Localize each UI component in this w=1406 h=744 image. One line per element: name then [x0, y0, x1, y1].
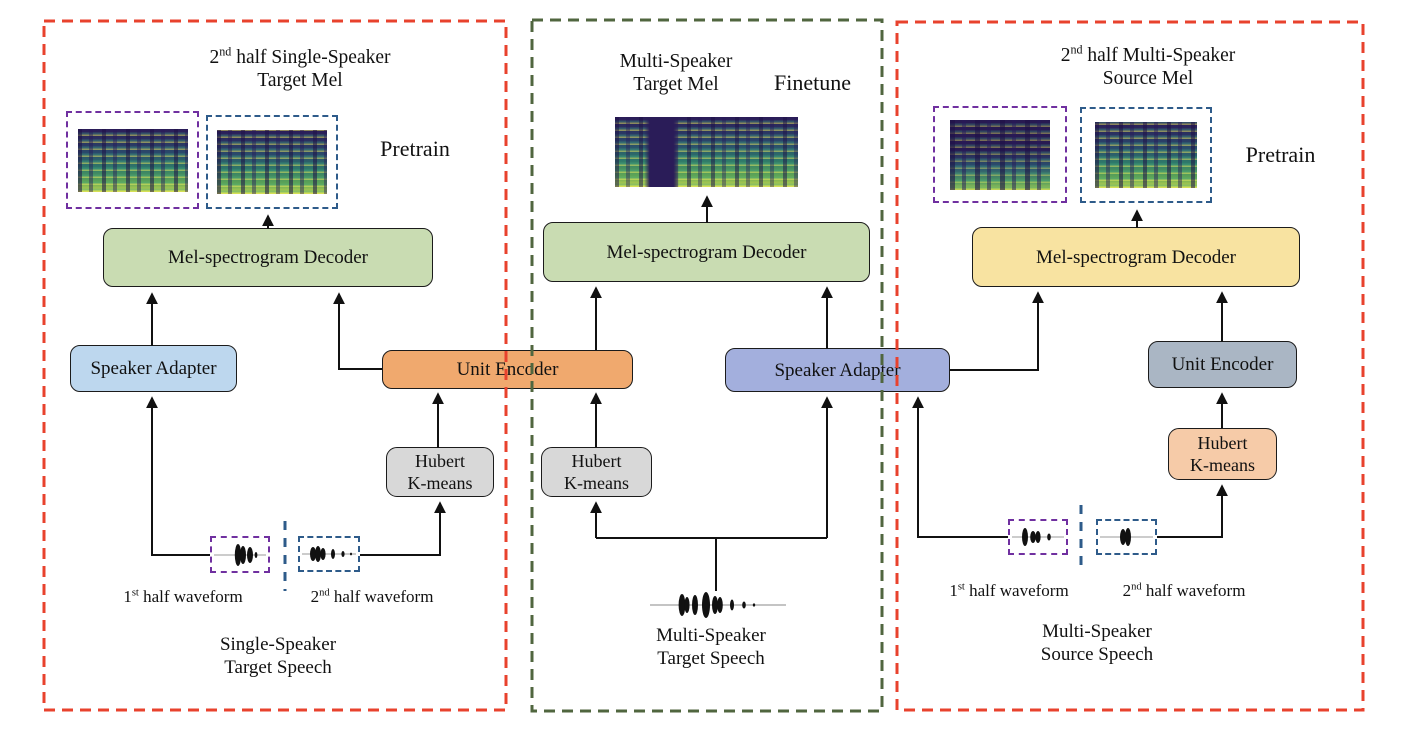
right-mel-title-line1: 2nd half Multi-Speaker: [1060, 42, 1236, 66]
waveform-icon: [214, 543, 266, 566]
right-hubert-kmeans-box: Hubert K-means: [1168, 428, 1277, 480]
arrow-right-wf2-to-hubert: [1157, 484, 1228, 538]
left-hubert-line2: K-means: [407, 473, 473, 493]
right-unit-encoder-box: Unit Encoder: [1148, 341, 1297, 388]
left-speaker-adapter-label: Speaker Adapter: [90, 358, 217, 379]
left-speaker-adapter-box: Speaker Adapter: [70, 345, 237, 392]
mel-spectrogram-image: [1095, 122, 1197, 188]
arrow-left-wf1-to-adapter: [146, 396, 210, 556]
right-wf2-label: 2nd half waveform: [1122, 581, 1246, 600]
middle-speech-split-line: [596, 537, 827, 591]
right-hubert-line1: Hubert: [1197, 433, 1248, 453]
middle-hubert-line1: Hubert: [571, 451, 622, 471]
left-second-half-mel-frame: [206, 115, 338, 209]
arrow-adapter-to-right-decoder: [950, 291, 1044, 371]
arrow-right-wf1-to-adapter: [912, 396, 1008, 538]
left-wf1-label: 1st half waveform: [123, 587, 243, 606]
middle-mel-decoder-label: Mel-spectrogram Decoder: [606, 241, 807, 263]
left-speech-label: Single-Speaker Target Speech: [219, 634, 337, 678]
middle-mel-title: Multi-Speaker Target Mel: [576, 50, 776, 96]
unit-encoder-label: Unit Encoder: [456, 359, 559, 380]
left-first-half-waveform-frame: [210, 536, 270, 573]
right-mel-title-line2: Source Mel: [1102, 68, 1194, 89]
middle-mel-title-line1: Multi-Speaker: [619, 51, 733, 72]
unit-encoder-box: Unit Encoder: [382, 350, 633, 389]
waveform-icon: [650, 592, 786, 618]
middle-hubert-line2: K-means: [564, 473, 629, 493]
waveform-icon: [1100, 528, 1153, 546]
arrow-left-wf2-to-hubert: [360, 501, 446, 556]
arrow-unit-encoder-to-left-decoder: [333, 292, 382, 370]
right-mel-title: 2nd half Multi-Speaker Source Mel: [1023, 42, 1273, 90]
middle-hubert-kmeans-box: Hubert K-means: [541, 447, 652, 497]
left-second-half-waveform-frame: [298, 536, 360, 572]
right-first-half-mel-frame: [933, 106, 1067, 203]
mel-spectrogram-image: [950, 119, 1050, 190]
right-mel-decoder-label: Mel-spectrogram Decoder: [1036, 246, 1236, 268]
right-mel-decoder-box: Mel-spectrogram Decoder: [972, 227, 1300, 287]
middle-speaker-adapter-label: Speaker Adapter: [774, 359, 901, 381]
right-unit-encoder-label: Unit Encoder: [1171, 354, 1274, 375]
left-first-half-mel-frame: [66, 111, 199, 209]
right-first-half-waveform-frame: [1008, 519, 1068, 555]
left-wf2-label: 2nd half waveform: [310, 587, 434, 606]
left-mel-decoder-label: Mel-spectrogram Decoder: [168, 247, 368, 268]
left-stage-label: Pretrain: [380, 136, 450, 161]
left-hubert-line1: Hubert: [415, 451, 465, 471]
left-mel-title-line1: 2nd half Single-Speaker: [209, 44, 391, 68]
mel-spectrogram-image: [217, 130, 327, 194]
middle-speaker-adapter-box: Speaker Adapter: [725, 348, 950, 392]
right-wf1-label: 1st half waveform: [949, 581, 1069, 600]
waveform-icon: [302, 546, 356, 562]
middle-speech-label: Multi-Speaker Target Speech: [656, 625, 766, 669]
middle-mel-decoder-box: Mel-spectrogram Decoder: [543, 222, 870, 282]
left-mel-title-line2: Target Mel: [257, 70, 343, 91]
waveform-icon: [1012, 528, 1064, 546]
left-mel-decoder-box: Mel-spectrogram Decoder: [103, 228, 433, 287]
right-second-half-mel-frame: [1080, 107, 1212, 203]
right-stage-label: Pretrain: [1245, 142, 1316, 167]
left-mel-title: 2nd half Single-Speaker Target Mel: [150, 44, 450, 92]
middle-stage-label: Finetune: [774, 70, 851, 95]
right-speech-label: Multi-Speaker Source Speech: [1040, 621, 1154, 665]
mel-spectrogram-image: [615, 117, 798, 187]
mel-spectrogram-image: [77, 128, 188, 192]
left-hubert-kmeans-box: Hubert K-means: [386, 447, 494, 497]
right-hubert-line2: K-means: [1190, 455, 1255, 475]
right-second-half-waveform-frame: [1096, 519, 1157, 555]
middle-mel-title-line2: Target Mel: [633, 74, 719, 95]
